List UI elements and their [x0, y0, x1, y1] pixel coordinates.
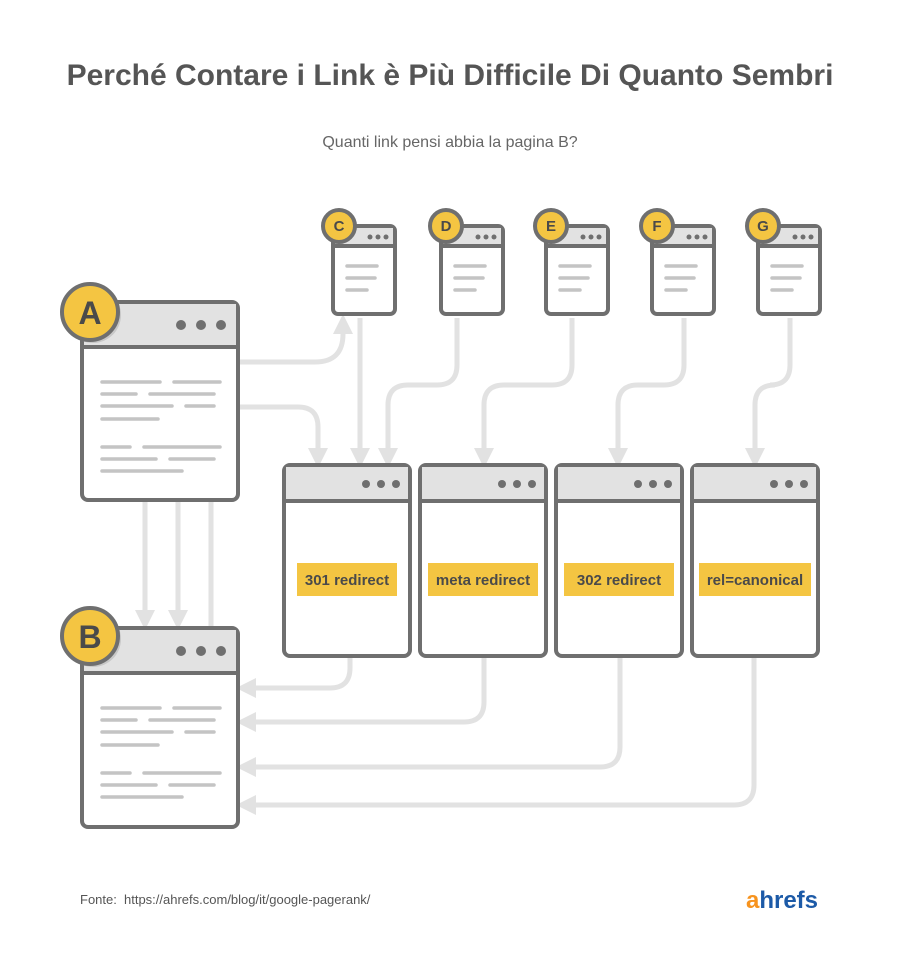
badges-small: C D E F G	[321, 208, 781, 244]
page-f-window	[650, 224, 716, 316]
redirect-label: rel=canonical	[707, 572, 803, 589]
page-a-window	[80, 300, 240, 502]
redirect-302-window: 302 redirect	[554, 463, 684, 658]
canonical-window: rel=canonical	[690, 463, 820, 658]
badge-e: E	[546, 218, 556, 235]
redirect-label: meta redirect	[436, 572, 530, 589]
badge-g: G	[757, 218, 769, 235]
redirect-301-window: 301 redirect	[282, 463, 412, 658]
page-title: Perché Contare i Link è Più Difficile Di…	[67, 59, 834, 92]
page-d-window	[439, 224, 505, 316]
subtitle: Quanti link pensi abbia la pagina B?	[322, 134, 577, 151]
badge-f: F	[652, 218, 661, 235]
arrows	[135, 314, 793, 815]
redirect-label: 302 redirect	[577, 572, 661, 589]
meta-redirect-window: meta redirect	[418, 463, 548, 658]
page-g-window	[756, 224, 822, 316]
source-label: Fonte:	[80, 892, 117, 907]
badge-c: C	[334, 218, 345, 235]
redirect-label: 301 redirect	[305, 572, 389, 589]
source-url[interactable]: https://ahrefs.com/blog/it/google-pagera…	[124, 892, 371, 907]
badge-b: B	[78, 619, 101, 655]
ahrefs-logo: ahrefs	[746, 887, 818, 914]
page-b-window	[80, 626, 240, 829]
badge-d: D	[441, 218, 452, 235]
badge-a: A	[78, 295, 101, 331]
